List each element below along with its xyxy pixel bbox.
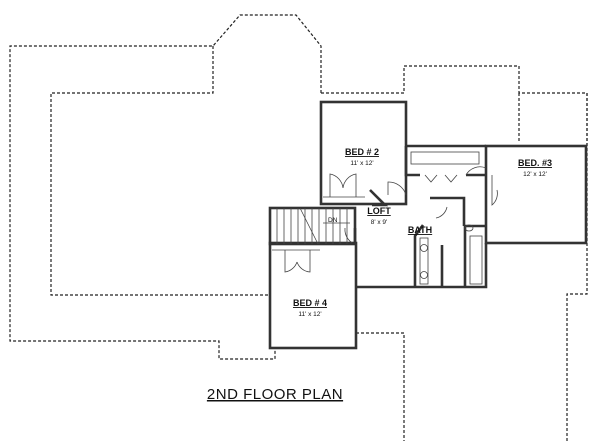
bed-4-walls: [268, 241, 358, 350]
room-size-bed-4: 11' x 12': [298, 311, 321, 318]
room-size-loft: 8' x 9': [371, 219, 388, 226]
roof-outline: [9, 14, 588, 441]
room-name-bed-3: BED. #3: [518, 158, 552, 168]
bed-3-walls: [484, 144, 588, 245]
staircase: DN: [268, 206, 357, 246]
room-name-bath: BATH: [408, 225, 432, 235]
room-labels: BED # 2 11' x 12' BED. #3 12' x 12' LOFT…: [293, 147, 552, 318]
room-name-bed-4: BED # 4: [293, 298, 327, 308]
room-name-bed-2: BED # 2: [345, 147, 379, 157]
room-size-bed-3: 12' x 12': [523, 171, 547, 178]
walls: [268, 100, 588, 350]
plan-title: 2ND FLOOR PLAN: [207, 386, 343, 403]
stair-label: DN: [328, 217, 338, 224]
room-size-bed-2: 11' x 12': [350, 160, 373, 167]
room-name-loft: LOFT: [367, 206, 391, 216]
